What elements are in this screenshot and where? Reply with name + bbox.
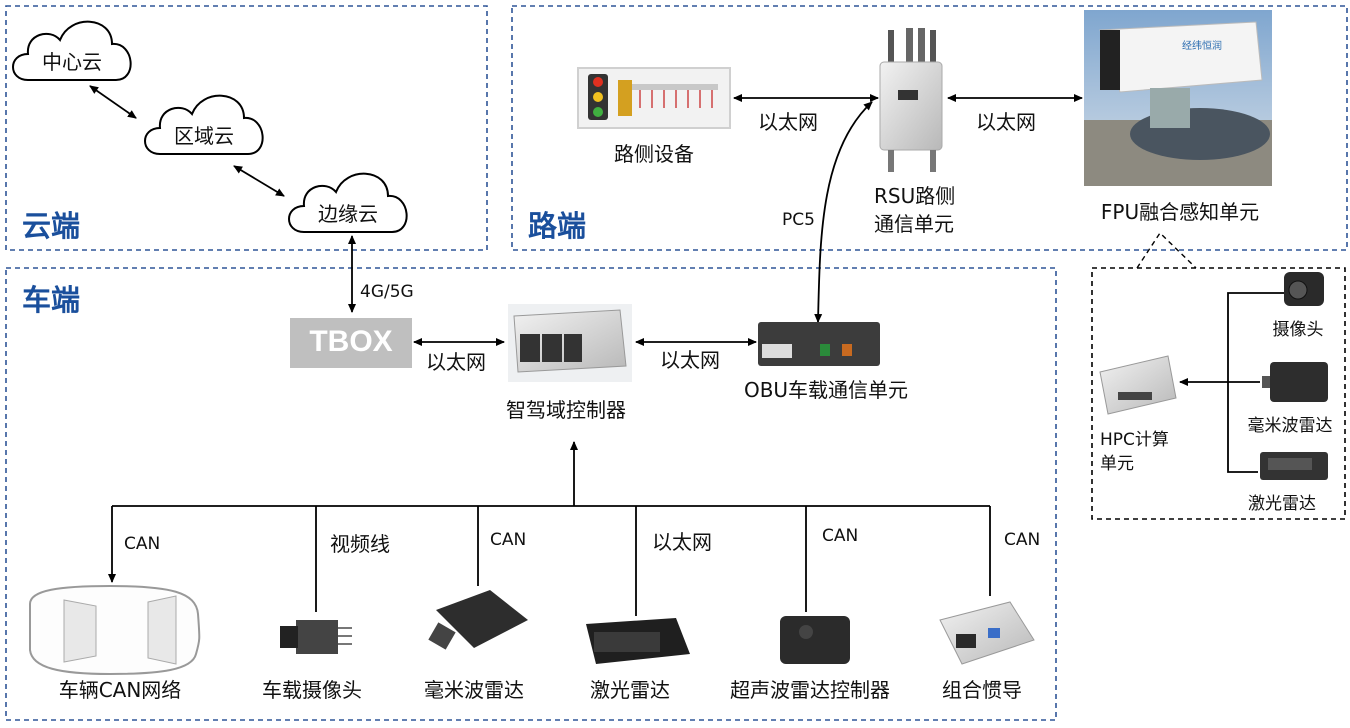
fpu-camera-image [1284,272,1324,306]
domain-controller-image [508,304,632,382]
can-network-label: 车辆CAN网络 [58,678,182,702]
cloud-icon-regional [144,94,264,155]
roadside-device-label: 路侧设备 [614,142,694,166]
link-roadside-rsu-label: 以太网 [758,110,818,134]
domain-controller-label: 智驾域控制器 [506,398,626,422]
center-cloud-label: 中心云 [42,50,102,74]
link-center-regional [89,85,137,119]
link-pc5-label: PC5 [782,210,815,230]
vehicle-section-title: 车端 [22,283,81,317]
rsu-label-line1: RSU路侧 [874,184,956,208]
ultrasonic-link-label: CAN [822,526,859,546]
fpu-mmwave-label: 毫米波雷达 [1247,416,1333,436]
link-rsu-obu-pc5 [814,101,873,323]
vehicle-camera-label: 车载摄像头 [262,678,362,702]
ins-image [939,601,1035,665]
car-topview-image [29,584,201,676]
vehicle-lidar-image [586,618,690,664]
fpu-detail-box [1091,267,1346,520]
road-section-title: 路端 [528,209,587,243]
ultrasonic-controller-label: 超声波雷达控制器 [730,678,890,702]
fpu-image [1084,10,1272,186]
lidar-link-label: 以太网 [652,530,712,554]
obu-image [758,322,880,366]
rsu-label-line2: 通信单元 [874,212,954,236]
cloud-icon-center [12,20,132,81]
link-4g5g-label: 4G/5G [360,282,414,302]
camera-link-label: 视频线 [330,532,390,556]
can-network-link-label: CAN [124,534,161,554]
fpu-lidar-label: 激光雷达 [1248,494,1316,514]
link-regional-edge [233,165,285,197]
tbox-label: TBOX [309,325,393,358]
fpu-mmwave-image [1262,362,1328,402]
cloud-region-box [5,5,488,251]
cloud-icon-edge [288,172,408,233]
link-rsu-fpu-label: 以太网 [976,110,1036,134]
hpc-label-line1: HPC计算 [1100,430,1169,450]
vehicle-camera-image [280,620,352,654]
tbox-block [290,318,412,368]
fpu-camera-brand: 经纬恒润 [1182,41,1222,52]
regional-cloud-label: 区域云 [174,124,234,148]
hpc-label-line2: 单元 [1100,454,1134,474]
vehicle-lidar-label: 激光雷达 [590,678,670,702]
link-domain-obu-label: 以太网 [660,348,720,372]
rsu-image [879,28,943,172]
hpc-image [1099,355,1177,415]
ultrasonic-controller-image [780,616,850,664]
vehicle-region-box [5,267,1057,721]
fpu-callout-lines [1136,231,1197,269]
vehicle-mmwave-image [428,590,528,650]
ins-label: 组合惯导 [942,678,1022,702]
ins-link-label: CAN [1004,530,1041,550]
mmwave-link-label: CAN [490,530,527,550]
road-region-box [511,5,1348,251]
vehicle-mmwave-label: 毫米波雷达 [424,678,524,702]
fpu-label: FPU融合感知单元 [1100,200,1260,224]
cloud-section-title: 云端 [22,209,81,243]
fpu-lidar-image [1260,452,1328,480]
roadside-device-image [577,67,731,129]
fpu-camera-label: 摄像头 [1272,320,1324,340]
edge-cloud-label: 边缘云 [318,202,378,226]
link-tbox-domain-label: 以太网 [426,350,486,374]
obu-label: OBU车载通信单元 [743,378,909,402]
